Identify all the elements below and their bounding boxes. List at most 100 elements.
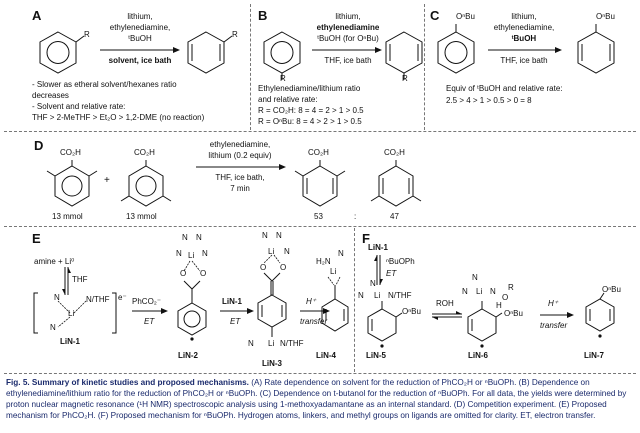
panel-c-reagent-1: lithium, [511,12,537,21]
panel-e-lin2-n-c: N [176,249,182,258]
panel-a-reaction-arrow [100,47,180,53]
panel-e-lin3-n-a: N [262,231,268,240]
panel-b-reagent-2: ethylenediamine [316,23,380,32]
panel-a-label: A [32,8,42,23]
divider-caption [4,373,636,374]
panel-d-p2-substituent: CO₂H [384,148,405,157]
panel-f-label: F [362,231,370,246]
panel-d-amount-2: 13 mmol [126,212,157,221]
panel-c-product-structure [577,24,615,74]
panel-e-transfer: transfer [300,317,328,326]
panel-e-phco2: PhCO₂⁻ [132,297,162,306]
panel-f-lin7-obu: OⁿBu [602,285,621,294]
panel-d: D CO₂H 13 mmol + CO₂H 13 mmol ethylenedi… [0,132,640,226]
panel-d-amount-1: 13 mmol [52,212,83,221]
panel-e-lin3-o-b: O [280,263,287,272]
panel-d-sm2-structure [120,160,172,207]
panel-d-reaction-arrow [196,164,286,170]
panel-e-lin3-n-b: N [276,231,282,240]
panel-f-lin5-li: Li [374,291,381,300]
panel-d-yield-2: 47 [390,212,399,221]
panel-f-lin6-h: H [496,301,502,310]
panel-e-lin4-h2n: H₂N [316,257,331,266]
panel-d-reagent-2: lithium (0.2 equiv) [208,151,272,160]
panel-d-p1-substituent: CO₂H [308,148,329,157]
divider-top-d [4,131,636,132]
panel-c: C OⁿBu lithium, ethylenediamine, ᵗBuOH T… [426,0,638,132]
panel-e-lin3-n-c: N [284,247,290,256]
panel-f-nbuoph: ⁿBuOPh [386,257,415,266]
panel-f-equilibrium-arrow-2 [432,311,462,320]
panel-e-lin4-nh: N [338,249,344,258]
caption-body: (A) Rate dependence on solvent for the r… [6,378,627,420]
panel-e-h-plus: H⁺ [306,297,316,306]
panel-c-reaction-arrow [488,47,562,53]
panel-f-lin6-n-b: N [462,287,468,296]
panel-e-lin1-n-a: N [54,293,60,302]
panel-a-product-structure [187,31,233,74]
panel-e-lin3-o-a: O [260,263,267,272]
panel-b-reactant-structure [263,31,301,80]
panel-c-reactant-structure [437,24,475,74]
panel-d-reagent-4: 7 min [230,184,250,193]
panel-f-name-lin6: LiN-6 [468,351,488,360]
panel-a-substituent: R [84,30,90,39]
panel-f-h-plus: H⁺ [548,299,558,308]
panel-f-name-lin5: LiN-5 [366,351,386,360]
panel-d-product-1-structure [294,160,346,207]
panel-f-lin6-obu: OⁿBu [504,309,523,318]
caption-title: Fig. 5. Summary of kinetic studies and p… [6,378,249,387]
panel-a-reagent-2: ethylenediamine, [109,23,171,32]
panel-d-reagent-1: ethylenediamine, [209,140,271,149]
panel-c-reagent-4: THF, ice bath [500,56,548,65]
panel-b-reagent-1: lithium, [335,12,361,21]
panel-f-arrow-transfer [540,312,574,318]
panel-f-lin6-li: Li [476,287,483,296]
panel-e-lin2-o-a: O [180,269,187,278]
panel-a-reagent-3: ᵗBuOH [128,34,152,43]
panel-f-name-lin7: LiN-7 [584,351,604,360]
panel-f-lin6-structure [467,301,503,348]
divider-bc [424,4,425,130]
panel-d-yield-1: 53 [314,212,323,221]
panel-f-lin7-structure [585,292,615,338]
panel-e-lin1-nthf: N/THF [86,295,110,304]
panel-e-lin2-structure [177,260,207,341]
panel-a: A R lithium, ethylenediamine, ᵗBuOH solv… [0,0,248,132]
panel-a-note-2: decreases [32,91,69,100]
panel-f-lin6-r: R [508,283,514,292]
divider-ef [354,228,355,372]
panel-e-lin2-o-b: O [200,269,207,278]
panel-f-lin5-obu: OⁿBu [402,307,421,316]
panel-b-note-3: R = CO₂H: 8 = 4 = 2 > 1 > 0.5 [258,106,364,115]
panel-e-lin2-li: Li [188,251,195,260]
panel-a-note-3: - Solvent and relative rate: [32,102,126,111]
panel-a-note-4: THF > 2-MeTHF > Et₂O > 1,2-DME (no react… [32,113,205,122]
panel-f-et: ET [386,269,397,278]
panel-f-lin5-n-b: N [370,279,376,288]
panel-b-product-substituent: R [402,74,408,83]
panel-b-product-structure [385,31,423,80]
panel-e-et-1: ET [144,317,155,326]
panel-e-lin4-li: Li [330,267,337,276]
panel-e-arrow-2 [220,308,254,314]
panel-f-lin1: LiN-1 [368,243,388,252]
panel-b-reagent-4: THF, ice bath [324,56,372,65]
divider-ab [250,4,251,130]
panel-e-lin1-n-b: N [50,323,56,332]
panel-b-note-1: Ethylenediamine/lithium ratio [258,84,361,93]
panel-f-equilibrium-arrow [374,255,383,285]
panel-f-lin5-nthf: N/THF [388,291,412,300]
panel-c-product-substituent: OⁿBu [596,12,615,21]
panel-b-note-2: and relative rate: [258,95,318,104]
panel-d-reagent-3: THF, ice bath, [215,173,265,182]
panel-a-reagent-4: solvent, ice bath [108,56,172,65]
panel-d-plus: + [104,175,110,186]
panel-e-label: E [32,231,41,246]
panel-f-lin5-n-a: N [358,291,364,300]
panel-c-note-2: 2.5 > 4 > 1 > 0.5 > 0 = 8 [446,96,532,105]
panel-a-reagent-1: lithium, [127,12,153,21]
panel-f-roh: ROH [436,299,454,308]
panel-e-lin3-nthf: N/THF [280,339,304,348]
panel-c-reactant-substituent: OⁿBu [456,12,475,21]
